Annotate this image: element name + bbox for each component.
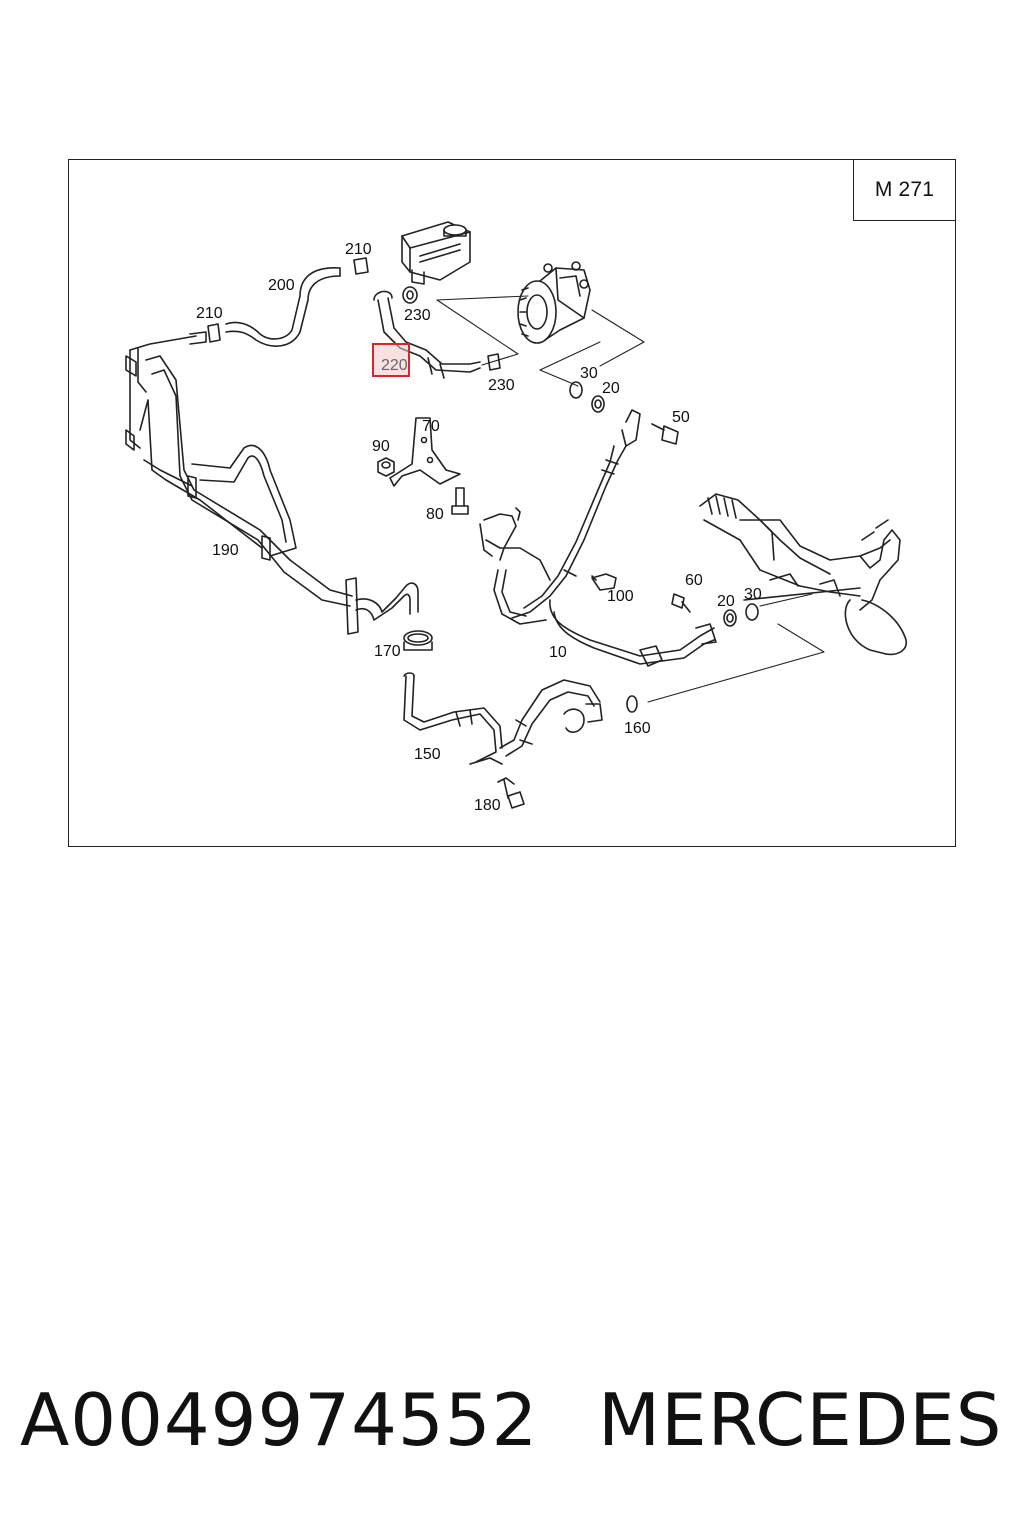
callout-210-upper[interactable]: 210: [345, 241, 372, 258]
bolt-100-drawing: [591, 573, 617, 591]
callout-60[interactable]: 60: [685, 572, 703, 589]
seal-30-lower-drawing: [745, 603, 759, 621]
callout-20-lower[interactable]: 20: [717, 593, 735, 610]
reservoir-drawing: [401, 221, 471, 285]
clamp-230-lower: [487, 353, 501, 371]
hose-220-drawing: [373, 290, 481, 379]
callout-170[interactable]: 170: [374, 643, 401, 660]
clamp-230-upper: [402, 286, 418, 304]
highlight-box-220[interactable]: [372, 343, 410, 377]
callout-30-upper[interactable]: 30: [580, 365, 598, 382]
bolt-50-drawing: [651, 423, 679, 445]
hose-200-drawing: [225, 267, 341, 347]
callout-90[interactable]: 90: [372, 438, 390, 455]
oil-cooler-190-drawing: [125, 335, 353, 607]
pump-leader-lines: [436, 295, 645, 387]
bracket-70-drawing: [389, 417, 461, 487]
pressure-line-10-drawing: [511, 409, 717, 667]
callout-220[interactable]: 220: [381, 357, 408, 374]
seal-20-lower-drawing: [723, 609, 737, 627]
callout-210-lower[interactable]: 210: [196, 305, 223, 322]
seal-20-upper-drawing: [591, 395, 605, 413]
clamp-210-lower: [189, 323, 221, 345]
callout-230-upper[interactable]: 230: [404, 307, 431, 324]
nut-90-drawing: [377, 457, 395, 477]
callout-80[interactable]: 80: [426, 506, 444, 523]
bolt-60-drawing: [671, 593, 691, 613]
callout-230-lower[interactable]: 230: [488, 377, 515, 394]
callout-50[interactable]: 50: [672, 409, 690, 426]
seal-30-upper-drawing: [569, 381, 583, 399]
steering-gear-drawing: [699, 493, 908, 656]
callout-150[interactable]: 150: [414, 746, 441, 763]
callout-190[interactable]: 190: [212, 542, 239, 559]
part-caption: A0049974552 MERCEDES: [20, 1370, 1010, 1470]
engine-model-label: M 271: [853, 159, 956, 221]
gear-leader-lines: [647, 593, 825, 703]
bolt-180-drawing: [497, 777, 525, 809]
clamp-210-upper: [353, 257, 369, 275]
return-hose-150-drawing: [403, 672, 603, 765]
cooler-bracket-drawing: [345, 577, 419, 635]
part-number: A0049974552: [20, 1378, 539, 1462]
bolt-80-drawing: [451, 487, 469, 515]
callout-200[interactable]: 200: [268, 277, 295, 294]
callout-labels: 200 210 210 220 230 230 30 20 50 70 90 8…: [196, 241, 762, 814]
seal-160-drawing: [626, 695, 638, 713]
brand-name: MERCEDES: [598, 1378, 1003, 1462]
callout-30-lower[interactable]: 30: [744, 586, 762, 603]
callout-70[interactable]: 70: [422, 418, 440, 435]
callout-180[interactable]: 180: [474, 797, 501, 814]
callout-20-upper[interactable]: 20: [602, 380, 620, 397]
callout-10[interactable]: 10: [549, 644, 567, 661]
callout-160[interactable]: 160: [624, 720, 651, 737]
clamp-170-drawing: [403, 630, 433, 651]
return-line-drawing: [479, 507, 551, 625]
callout-100[interactable]: 100: [607, 588, 634, 605]
power-steering-pump-drawing: [517, 261, 591, 344]
